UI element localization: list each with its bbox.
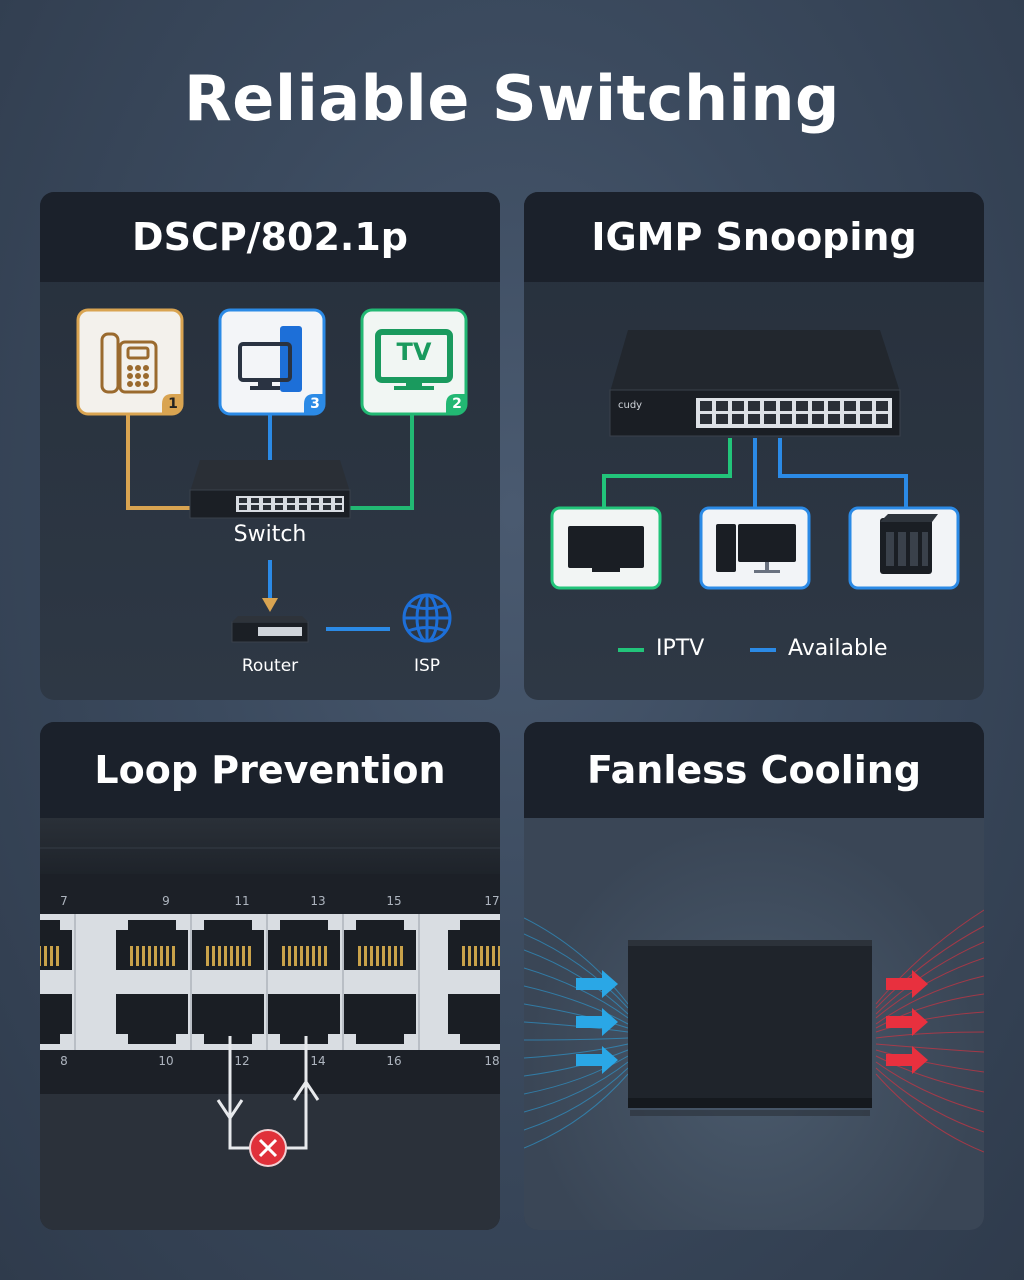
phone-link [126,412,200,510]
ethernet-port [344,994,416,1044]
fanless-switch-device [628,940,872,1116]
cool-airflow [524,917,629,1149]
switch-device [189,460,351,519]
switch-port [796,401,808,411]
switch-port [748,401,760,411]
port-number: 12 [234,1054,250,1068]
fanless-panel: Fanless Cooling [524,722,984,1230]
computer-priority-badge: 3 [310,396,320,412]
ethernet-port [192,994,264,1044]
switch-port [828,401,840,411]
ethernet-port [268,920,340,970]
router-device [231,616,309,643]
switch-port [828,414,840,424]
switch-port [780,414,792,424]
port-number: 7 [60,894,68,908]
port-number: 14 [310,1054,326,1068]
switch-port [812,401,824,411]
tv-icon [375,329,453,390]
switch-port [716,414,728,424]
tv-device-card [360,308,468,416]
switch-port [796,414,808,424]
port-number: 9 [162,894,170,908]
port-number: 16 [386,1054,402,1068]
igmp-diagram: cudy IPTV Available [524,282,984,700]
page-title: Reliable Switching [184,62,840,135]
dscp-panel: DSCP/802.1p [40,192,500,700]
ethernet-port [192,920,264,970]
dscp-panel-title: DSCP/802.1p [40,192,500,282]
fanless-diagram [524,818,984,1230]
desktop-icon [716,524,796,573]
port-number: 11 [234,894,250,908]
computer-device-card [218,308,326,416]
phone-device-card [76,308,184,416]
tv-priority-badge: 2 [452,396,462,412]
phone-icon [100,332,158,394]
blocked-icon [249,1129,287,1167]
switch-port [844,414,856,424]
port-number: 18 [484,1054,500,1068]
monitor-icon [568,526,644,572]
ethernet-port [40,994,72,1044]
router-label: Router [241,656,299,676]
switch-label: Switch [233,522,307,547]
switch-port [764,414,776,424]
igmp-switch-device [609,330,901,437]
ethernet-port [448,920,500,970]
switch-port [844,401,856,411]
nas-icon [880,514,938,574]
igmp-panel-title: IGMP Snooping [524,192,984,282]
legend-available-label: Available [788,636,888,661]
hot-arrow-icon [886,970,928,1074]
ethernet-port [116,994,188,1044]
switch-port [764,401,776,411]
port-number: 17 [484,894,500,908]
switch-port [780,401,792,411]
fanless-panel-title: Fanless Cooling [524,722,984,818]
phone-priority-badge: 1 [168,396,178,412]
port-number: 8 [60,1054,68,1068]
loop-panel-title: Loop Prevention [40,722,500,818]
switch-port [732,401,744,411]
cool-arrow-icon [576,970,618,1074]
ethernet-port [268,994,340,1044]
loop-panel: Loop Prevention [40,722,500,1230]
desktop-device-card [699,506,811,590]
switch-port [700,414,712,424]
computer-icon [238,326,302,392]
nas-device-card [848,506,960,590]
switch-port [748,414,760,424]
hot-airflow [875,909,984,1153]
switch-port [860,401,872,411]
available-link-nas [778,438,908,508]
iptv-link [602,438,732,508]
loop-diagram: 7 9 11 13 15 17 8 10 12 14 16 18 [40,818,500,1230]
switch-port [860,414,872,424]
tv-screen-text: TV [396,338,432,366]
ethernet-port [40,920,72,970]
ethernet-port [344,920,416,970]
isp-label: ISP [413,656,441,676]
tv-link [340,412,414,510]
switch-brand-label: cudy [618,400,643,411]
switch-port [812,414,824,424]
dscp-diagram: 1 3 2 TV Switch Router ISP [40,282,500,700]
switch-port [876,414,888,424]
ethernet-port [448,994,500,1044]
port-number: 15 [386,894,402,908]
iptv-device-card [550,506,662,590]
port-number: 10 [158,1054,174,1068]
legend-iptv-label: IPTV [656,636,705,661]
port-number: 13 [310,894,326,908]
switch-port [732,414,744,424]
ethernet-port [116,920,188,970]
globe-icon [402,593,452,643]
switch-port [876,401,888,411]
igmp-panel: IGMP Snooping [524,192,984,700]
switch-port [700,401,712,411]
switch-port [716,401,728,411]
